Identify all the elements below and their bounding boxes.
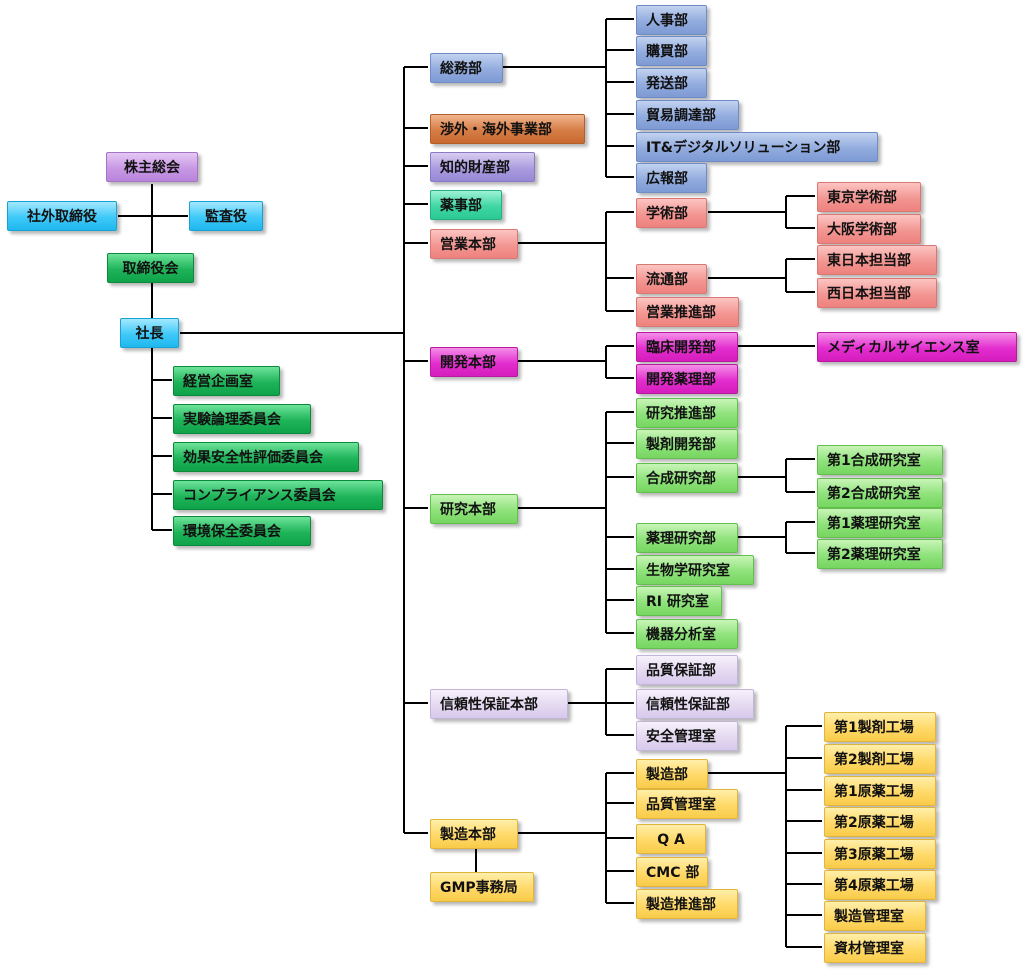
medical-science-office-box: メディカルサイエンス室: [817, 332, 1017, 362]
instrumental-analysis-box: 機器分析室: [636, 619, 738, 649]
trade-procurement-dept-box: 貿易調達部: [636, 100, 739, 130]
quality-control-office-box: 品質管理室: [636, 789, 738, 819]
general-affairs-div-box: 総務部: [430, 53, 503, 83]
dev-pharmacology-dept-box: 開発薬理部: [636, 364, 738, 394]
safety-management-office-box: 安全管理室: [636, 721, 738, 751]
corporate-planning-office-box: 経営企画室: [173, 366, 280, 396]
clinical-dev-dept-box: 臨床開発部: [636, 332, 738, 362]
pharmacology-lab-1-box: 第1薬理研究室: [817, 508, 943, 538]
outside-directors-box: 社外取締役: [7, 201, 117, 231]
manufacturing-dept-box: 製造部: [636, 759, 708, 789]
pharmacology-lab-2-box: 第2薬理研究室: [817, 539, 943, 569]
shareholders-meeting-box: 株主総会: [106, 152, 198, 182]
biology-lab-box: 生物学研究室: [636, 555, 754, 585]
pharmacology-research-dept-box: 薬理研究部: [636, 523, 738, 553]
materials-management-office-box: 資材管理室: [824, 933, 926, 963]
api-plant-4-box: 第4原薬工場: [824, 870, 936, 900]
synthesis-lab-2-box: 第2合成研究室: [817, 478, 943, 508]
reliability-assurance-hq-box: 信頼性保証本部: [430, 689, 568, 719]
cmc-dept-box: CMC 部: [636, 857, 708, 887]
academic-dept-box: 学術部: [636, 198, 707, 228]
regulatory-affairs-div-box: 薬事部: [430, 190, 502, 220]
production-control-office-box: 製造管理室: [824, 901, 926, 931]
manufacturing-hq-box: 製造本部: [430, 819, 518, 849]
it-digital-dept-box: IT&デジタルソリューション部: [636, 132, 878, 162]
international-business-div-box: 渉外・海外事業部: [430, 114, 585, 144]
reliability-assurance-dept-box: 信頼性保証部: [636, 689, 754, 719]
east-japan-box: 東日本担当部: [817, 245, 937, 275]
environmental-committee-box: 環境保全委員会: [173, 516, 311, 546]
intellectual-property-div-box: 知的財産部: [430, 152, 535, 182]
west-japan-box: 西日本担当部: [817, 278, 937, 308]
manufacturing-promotion-dept-box: 製造推進部: [636, 889, 738, 919]
sales-hq-box: 営業本部: [430, 229, 518, 259]
api-plant-3-box: 第3原薬工場: [824, 839, 936, 869]
synthesis-research-dept-box: 合成研究部: [636, 463, 738, 493]
distribution-dept-box: 流通部: [636, 264, 707, 294]
shipping-dept-box: 発送部: [636, 68, 707, 98]
hr-dept-box: 人事部: [636, 5, 707, 35]
qa-box: Q A: [636, 824, 706, 854]
osaka-academic-box: 大阪学術部: [817, 214, 921, 244]
formulation-plant-2-box: 第2製剤工場: [824, 744, 936, 774]
efficacy-safety-committee-box: 効果安全性評価委員会: [173, 442, 359, 472]
development-hq-box: 開発本部: [430, 347, 518, 377]
api-plant-2-box: 第2原薬工場: [824, 807, 936, 837]
animal-ethics-committee-box: 実験論理委員会: [173, 404, 311, 434]
compliance-committee-box: コンプライアンス委員会: [173, 480, 383, 510]
gmp-office-box: GMP事務局: [430, 872, 534, 902]
president-box: 社長: [120, 318, 179, 348]
quality-assurance-dept-box: 品質保証部: [636, 655, 738, 685]
pr-dept-box: 広報部: [636, 163, 707, 193]
synthesis-lab-1-box: 第1合成研究室: [817, 445, 943, 475]
purchasing-dept-box: 購買部: [636, 36, 707, 66]
research-hq-box: 研究本部: [430, 494, 518, 524]
board-of-directors-box: 取締役会: [107, 253, 194, 283]
ri-lab-box: RI 研究室: [636, 586, 722, 616]
formulation-dev-dept-box: 製剤開発部: [636, 429, 738, 459]
research-promotion-dept-box: 研究推進部: [636, 398, 738, 428]
formulation-plant-1-box: 第1製剤工場: [824, 712, 936, 742]
auditors-box: 監査役: [189, 201, 263, 231]
sales-promotion-dept-box: 営業推進部: [636, 297, 739, 327]
tokyo-academic-box: 東京学術部: [817, 182, 921, 212]
api-plant-1-box: 第1原薬工場: [824, 776, 936, 806]
